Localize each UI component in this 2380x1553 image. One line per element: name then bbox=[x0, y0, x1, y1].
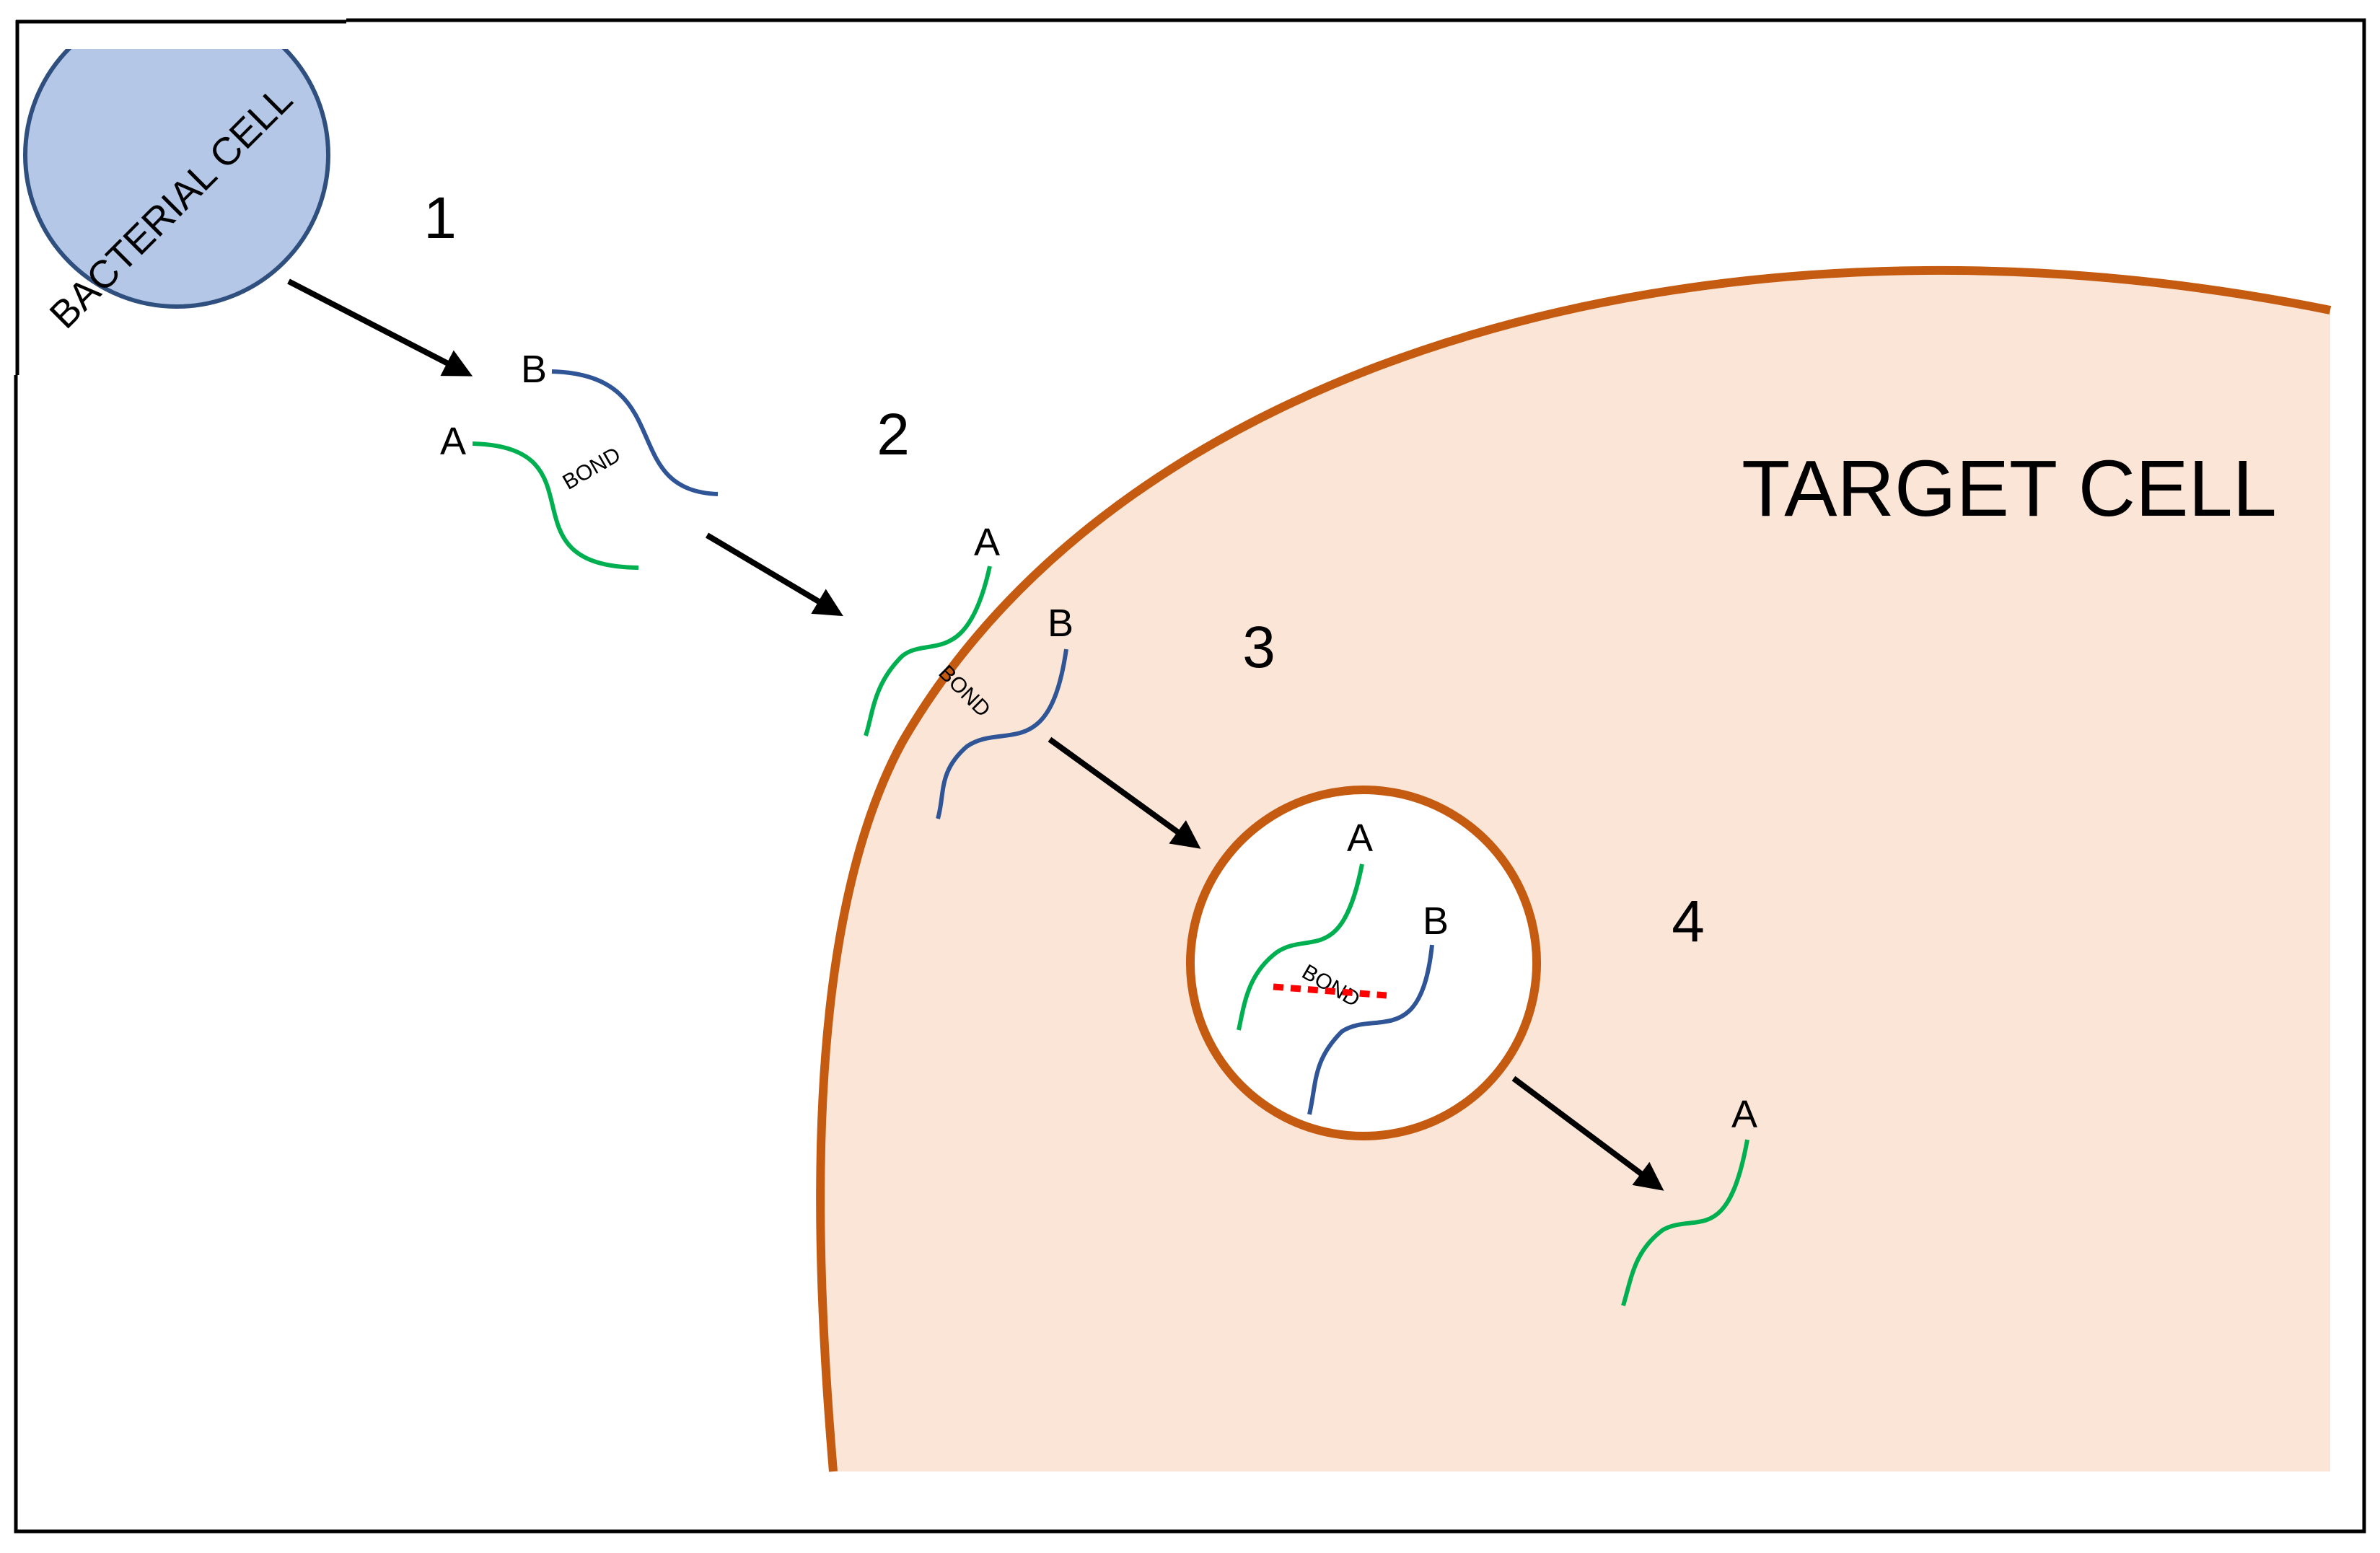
strand-a bbox=[472, 441, 639, 570]
strand-b-label: B bbox=[1048, 602, 1073, 645]
target-cell-label: TARGET CELL bbox=[1742, 444, 2277, 533]
strand-b bbox=[551, 369, 719, 496]
strand-b-label: B bbox=[1423, 899, 1449, 943]
strand-a-label: A bbox=[1731, 1093, 1757, 1136]
target-cell bbox=[820, 270, 2330, 1471]
arrow-step-4 bbox=[1511, 1075, 1664, 1191]
strand-a bbox=[1621, 1139, 1749, 1306]
target-cell-membrane bbox=[816, 265, 2332, 1472]
arrow-step-2 bbox=[705, 532, 843, 617]
step-2-number: 2 bbox=[877, 402, 910, 467]
arrow-step-3 bbox=[1048, 736, 1201, 849]
free-a-subunit: A bbox=[1621, 1093, 1757, 1306]
strand-a-label: A bbox=[1347, 817, 1373, 860]
endosome-membrane bbox=[1186, 786, 1541, 1140]
arrow-step-1 bbox=[287, 278, 473, 377]
strand-b bbox=[1307, 944, 1434, 1115]
strand-b bbox=[936, 648, 1068, 819]
strand-a-label: A bbox=[974, 521, 1000, 564]
bacterial-cell-clip-top bbox=[14, 0, 346, 49]
figure-frame bbox=[14, 18, 2366, 1534]
toxin-complex-stage-1: B A BOND bbox=[440, 348, 719, 570]
bond-cleavage-line bbox=[1273, 983, 1387, 999]
bacterial-cell-clip-left bbox=[0, 0, 16, 375]
strand-a bbox=[1237, 863, 1364, 1031]
strand-b-label: B bbox=[521, 348, 547, 391]
step-4-number: 4 bbox=[1672, 889, 1705, 954]
endosome: A B BOND bbox=[1186, 786, 1541, 1140]
strand-a bbox=[864, 566, 992, 736]
step-1-number: 1 bbox=[423, 185, 457, 251]
bond-label: BOND bbox=[558, 443, 625, 495]
step-3-number: 3 bbox=[1242, 615, 1275, 680]
bacterial-cell: BACTERIAL CELL bbox=[0, 0, 346, 375]
strand-a-label: A bbox=[440, 420, 466, 463]
